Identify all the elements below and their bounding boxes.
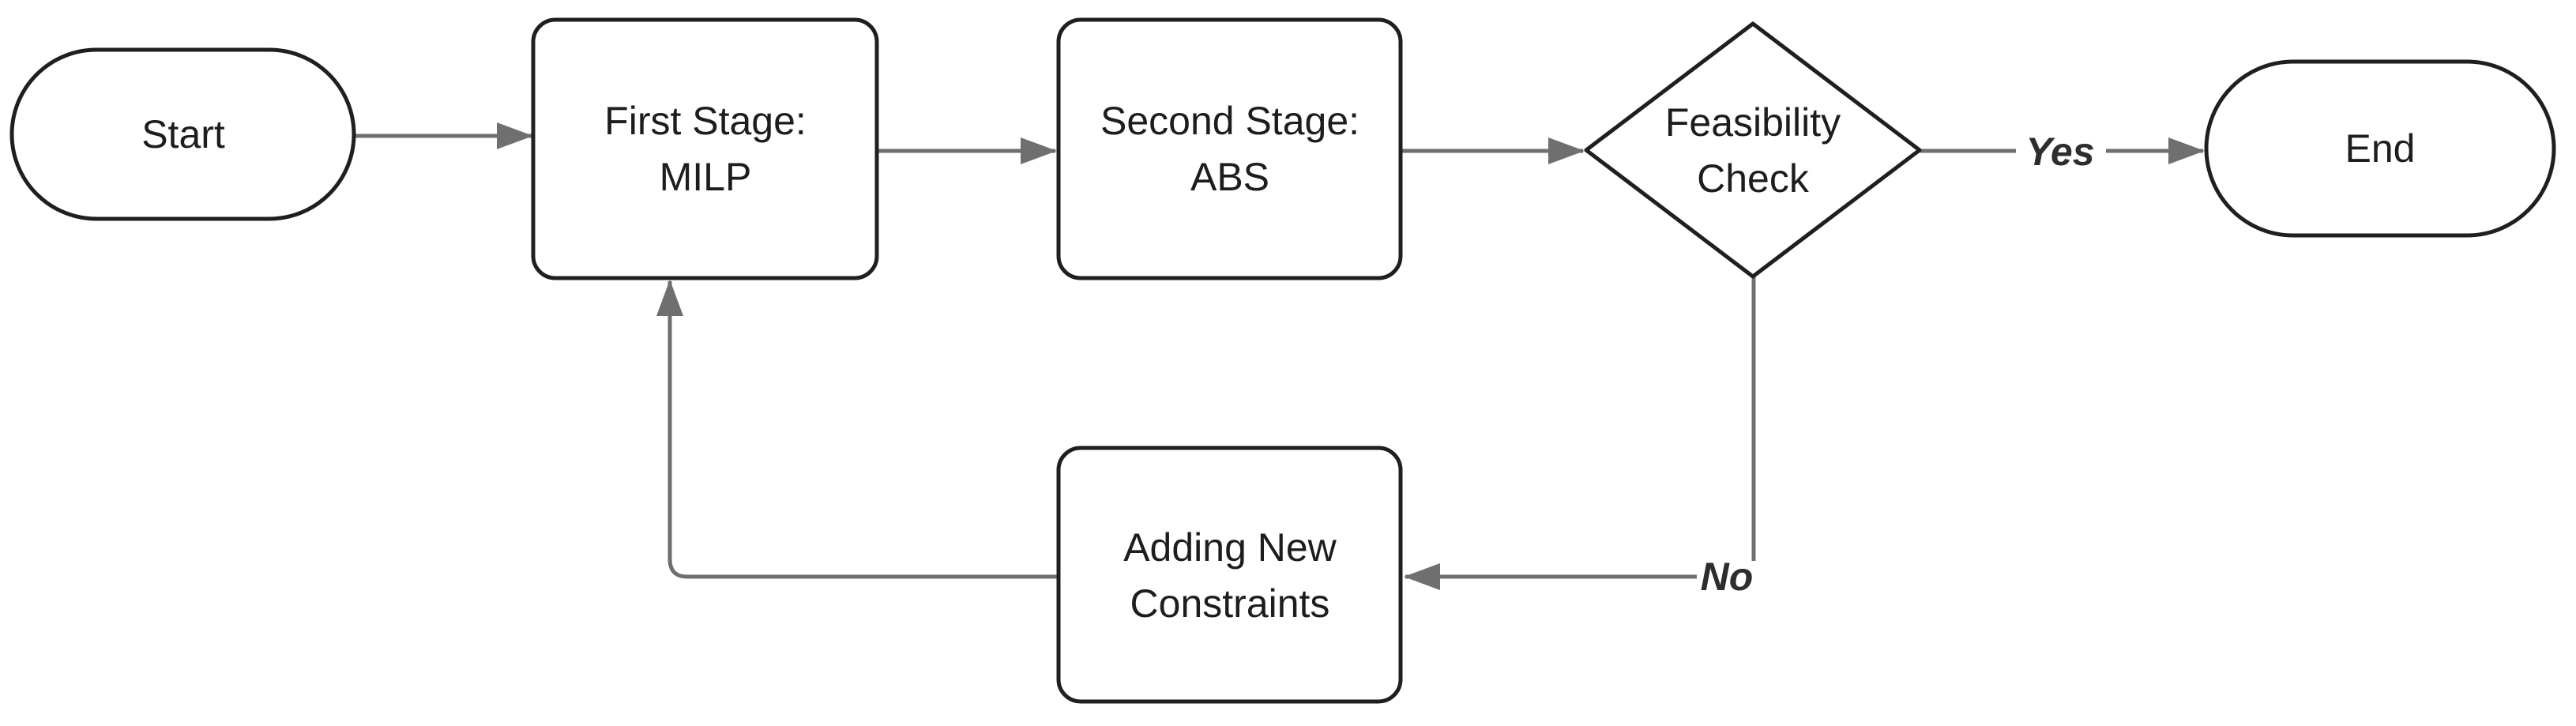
edge-label-mask-yes [2016,128,2106,175]
node-second-stage-label-line1: Second Stage: [1100,99,1359,143]
node-second-stage-label-line2: ABS [1190,155,1269,199]
node-end-label: End [2345,126,2416,171]
node-first-stage-label-line1: First Stage: [604,99,807,143]
node-feasibility-check-shape [1584,21,1922,279]
edge-label-yes: Yes [2025,130,2094,174]
node-feasibility-check: Feasibility Check [1584,21,1922,279]
node-end: End [2204,59,2556,238]
edge-adding-constraints-to-first-stage [656,280,1059,579]
node-adding-constraints-label-line2: Constraints [1130,581,1330,626]
node-second-stage-shape [1056,17,1403,280]
node-start-label: Start [141,112,225,156]
node-start-shape [9,47,356,221]
node-feasibility-check-label-line2: Check [1697,156,1810,201]
edge-label-mask-no [1697,561,1769,610]
node-first-stage-shape [531,17,879,280]
node-adding-new-constraints: Adding New Constraints [1056,446,1403,704]
node-first-stage-milp: First Stage: MILP [531,17,879,280]
edges: Yes No [354,122,2205,610]
node-start: Start [9,47,356,221]
node-second-stage-abs: Second Stage: ABS [1056,17,1403,280]
edge-label-no: No [1701,555,1754,599]
node-adding-constraints-label-line1: Adding New [1123,525,1337,570]
edge-feasibility-check-to-adding-constraints [1404,276,1756,590]
node-feasibility-check-label-line1: Feasibility [1665,100,1841,145]
node-end-shape [2204,59,2556,238]
nodes: Start First Stage: MILP Second Stage: AB… [9,17,2556,704]
node-adding-constraints-shape [1056,446,1403,704]
node-first-stage-label-line2: MILP [660,155,752,199]
